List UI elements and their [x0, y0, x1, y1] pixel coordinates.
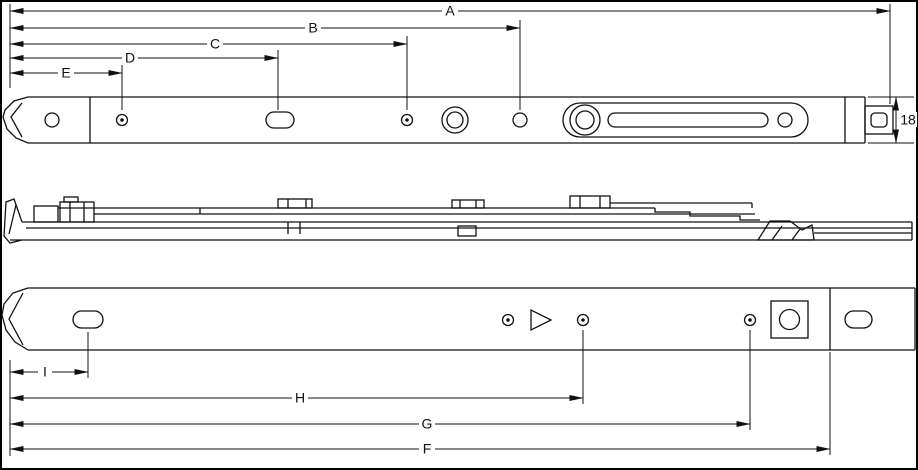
dimension-b: B	[9, 20, 521, 36]
rivet-hole-small-1	[115, 113, 129, 127]
pivot-rivet-2	[569, 104, 601, 136]
dimension-label-c: C	[210, 36, 220, 52]
end-cap-square	[770, 300, 809, 339]
dimension-c: C	[9, 36, 408, 52]
rivet-boss-3	[569, 195, 753, 209]
dimension-label-b: B	[308, 20, 317, 36]
dimension-d: D	[9, 50, 279, 66]
dimension-e: E	[9, 65, 123, 81]
arm-plate-profile	[58, 207, 760, 221]
dimension-label-g: G	[422, 416, 433, 432]
dimension-i: I	[9, 364, 89, 380]
end-bracket-tab	[864, 105, 894, 135]
rivet-hole-small-2	[400, 113, 414, 127]
end-bracket-slot	[870, 112, 888, 128]
height-dimension: 18	[868, 96, 917, 144]
dimension-label-f: F	[423, 441, 432, 457]
track-slot-right	[844, 310, 873, 329]
direction-marker-triangle	[530, 308, 553, 332]
dimension-label-d: D	[125, 50, 135, 66]
arm-slot	[607, 112, 769, 128]
pivot-hole	[44, 112, 60, 128]
top-dimension-group: A B C D E	[9, 3, 891, 110]
side-view	[3, 195, 913, 244]
keeper-bracket	[756, 220, 912, 241]
bottom-extension-lines	[9, 330, 831, 456]
dimension-g: G	[9, 416, 751, 432]
rivet-boss-1	[277, 198, 313, 234]
height-extension-lines	[868, 96, 914, 144]
dimension-label-a: A	[445, 3, 455, 19]
pivot-shoe	[33, 196, 95, 223]
rivet-boss-2	[451, 199, 485, 237]
dimension-label-i: I	[43, 364, 47, 380]
bottom-view	[1, 287, 916, 351]
folding-arm	[562, 102, 809, 138]
dimension-a: A	[9, 3, 891, 19]
bottom-dimension-group: I H G F	[9, 330, 831, 457]
bottom-view-outline	[1, 287, 916, 351]
fixing-hole-2	[777, 112, 793, 128]
top-view	[2, 96, 894, 144]
dimension-f: F	[9, 441, 831, 457]
top-view-outline	[2, 96, 866, 144]
side-view-outline	[3, 198, 913, 244]
dimension-label-18: 18	[900, 112, 916, 128]
dimension-h: H	[9, 390, 584, 406]
pivot-rivet-1	[441, 106, 469, 134]
track-hole-2	[576, 313, 590, 327]
adjustment-slot	[265, 111, 295, 129]
track-slot-left	[72, 310, 104, 329]
dimension-label-h: H	[295, 390, 305, 406]
dimension-label-e: E	[61, 65, 70, 81]
fixing-hole-1	[512, 112, 528, 128]
top-extension-lines	[9, 4, 891, 110]
track-hole-3	[743, 313, 757, 327]
track-hole-1	[501, 313, 515, 327]
